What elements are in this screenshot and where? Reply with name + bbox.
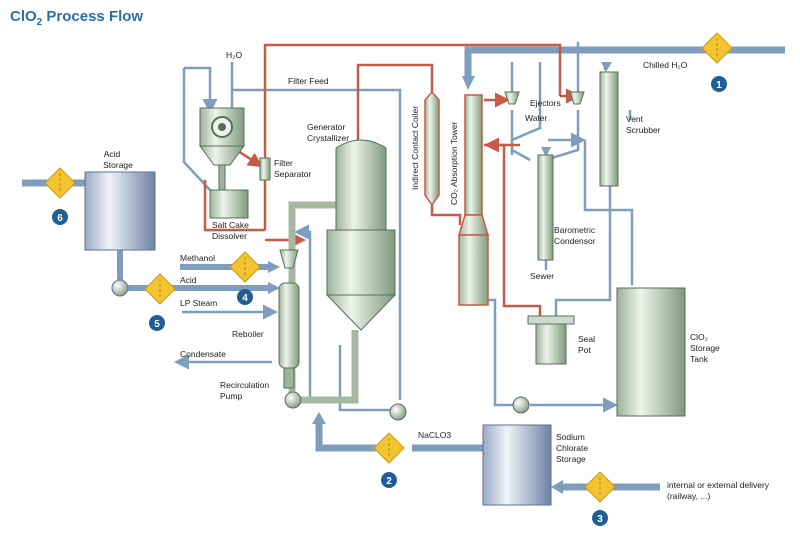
sodium-chlorate-label: Sodium [556, 432, 585, 442]
chilled-water-header [464, 46, 785, 78]
valve-icon [701, 32, 733, 64]
naclo3-label: NaCLO3 [418, 430, 451, 440]
svg-text:4: 4 [242, 293, 248, 304]
acid-label: Acid [180, 275, 197, 285]
valve-icon [144, 273, 176, 305]
page-title: ClO2 Process Flow [10, 8, 144, 28]
water-label: Water [525, 113, 548, 123]
marker-4: 4 [237, 289, 253, 305]
h2o-label: H₂O [226, 50, 242, 60]
valve-icon [373, 432, 405, 464]
seal-pot [535, 323, 567, 365]
ejector-1 [504, 91, 520, 105]
svg-text:Crystallizer: Crystallizer [307, 133, 349, 143]
clo2-storage-tank [616, 287, 686, 417]
condensate-label: Condensate [180, 349, 226, 359]
svg-text:Chlorate: Chlorate [556, 443, 588, 453]
svg-text:Pump: Pump [220, 391, 242, 401]
absorption-tower-label: CO₂ Absorption Tower [449, 121, 459, 205]
clo2-gas-lines [203, 43, 581, 316]
indirect-contact-coiler [424, 90, 440, 207]
reboiler-label: Reboiler [232, 329, 264, 339]
svg-text:Storage: Storage [556, 454, 586, 464]
filter-icon [259, 157, 271, 181]
sodium-chlorate-storage [482, 424, 552, 506]
svg-text:(railway, ...): (railway, ...) [667, 491, 710, 501]
generator-crystallizer [325, 139, 397, 331]
arrow-down-icon [462, 76, 475, 90]
marker-6: 6 [52, 209, 68, 225]
vent-scrubber [599, 71, 619, 187]
svg-text:Pot: Pot [578, 345, 591, 355]
salt-cake-label: Salt Cake [212, 220, 249, 230]
generator-label: Generator [307, 122, 345, 132]
marker-5: 5 [149, 315, 165, 331]
barometric-condensor [537, 154, 554, 261]
acid-storage-label: Acid [104, 149, 121, 159]
svg-text:5: 5 [154, 319, 160, 330]
methanol-label: Methanol [180, 253, 215, 263]
acid-storage-tank [84, 171, 156, 251]
svg-text:Storage: Storage [103, 160, 133, 170]
svg-text:Storage: Storage [690, 343, 720, 353]
recirculation-label: Recirculation [220, 380, 269, 390]
lp-steam-label: LP Steam [180, 298, 217, 308]
svg-text:Dissolver: Dissolver [212, 231, 247, 241]
salt-cake-dissolver [209, 189, 249, 219]
svg-text:Scrubber: Scrubber [626, 125, 661, 135]
recirculation-pump [284, 391, 302, 409]
barometric-label: Barometric [554, 225, 596, 235]
valve-icon [584, 471, 616, 503]
mixer-cone [279, 249, 299, 269]
ejector-2 [569, 91, 585, 105]
svg-text:Tank: Tank [690, 354, 709, 364]
acid-pump [111, 279, 129, 297]
sewer-label: Sewer [530, 271, 554, 281]
svg-text:Condensor: Condensor [554, 236, 596, 246]
svg-text:1: 1 [716, 80, 722, 91]
reboiler [278, 282, 300, 369]
valves [44, 32, 733, 503]
seal-pot-label: Seal [578, 334, 595, 344]
step-markers: 1 6 4 5 2 3 [52, 76, 727, 526]
diagram-labels: H₂O Filter Feed Generator Crystallizer I… [103, 50, 770, 501]
naclo3-pipe [315, 420, 390, 452]
co2-absorption-tower [457, 94, 490, 306]
seal-pot-pump [512, 396, 530, 414]
ejectors-label: Ejectors [530, 98, 561, 108]
arrow-left-icon [551, 480, 563, 494]
filter-feed-label: Filter Feed [288, 76, 329, 86]
marker-2: 2 [381, 472, 397, 488]
transfer-pump [389, 403, 407, 421]
indirect-coiler-label: Indirect Contact Coiler [410, 106, 420, 190]
chilled-water-label: Chilled H₂O [643, 60, 688, 70]
svg-text:2: 2 [386, 476, 392, 487]
arrow-up-icon [312, 412, 326, 424]
clo2-tank-label: ClO₂ [690, 332, 708, 342]
delivery-label: internal or external delivery [667, 480, 770, 490]
vent-scrubber-label: Vent [626, 114, 644, 124]
filter-separator-label: Filter [274, 158, 293, 168]
svg-text:Separator: Separator [274, 169, 311, 179]
marker-1: 1 [711, 76, 727, 92]
svg-text:3: 3 [597, 514, 603, 525]
svg-text:6: 6 [57, 213, 63, 224]
marker-3: 3 [592, 510, 608, 526]
valve-icon [229, 251, 261, 283]
valve-icon [44, 167, 76, 199]
